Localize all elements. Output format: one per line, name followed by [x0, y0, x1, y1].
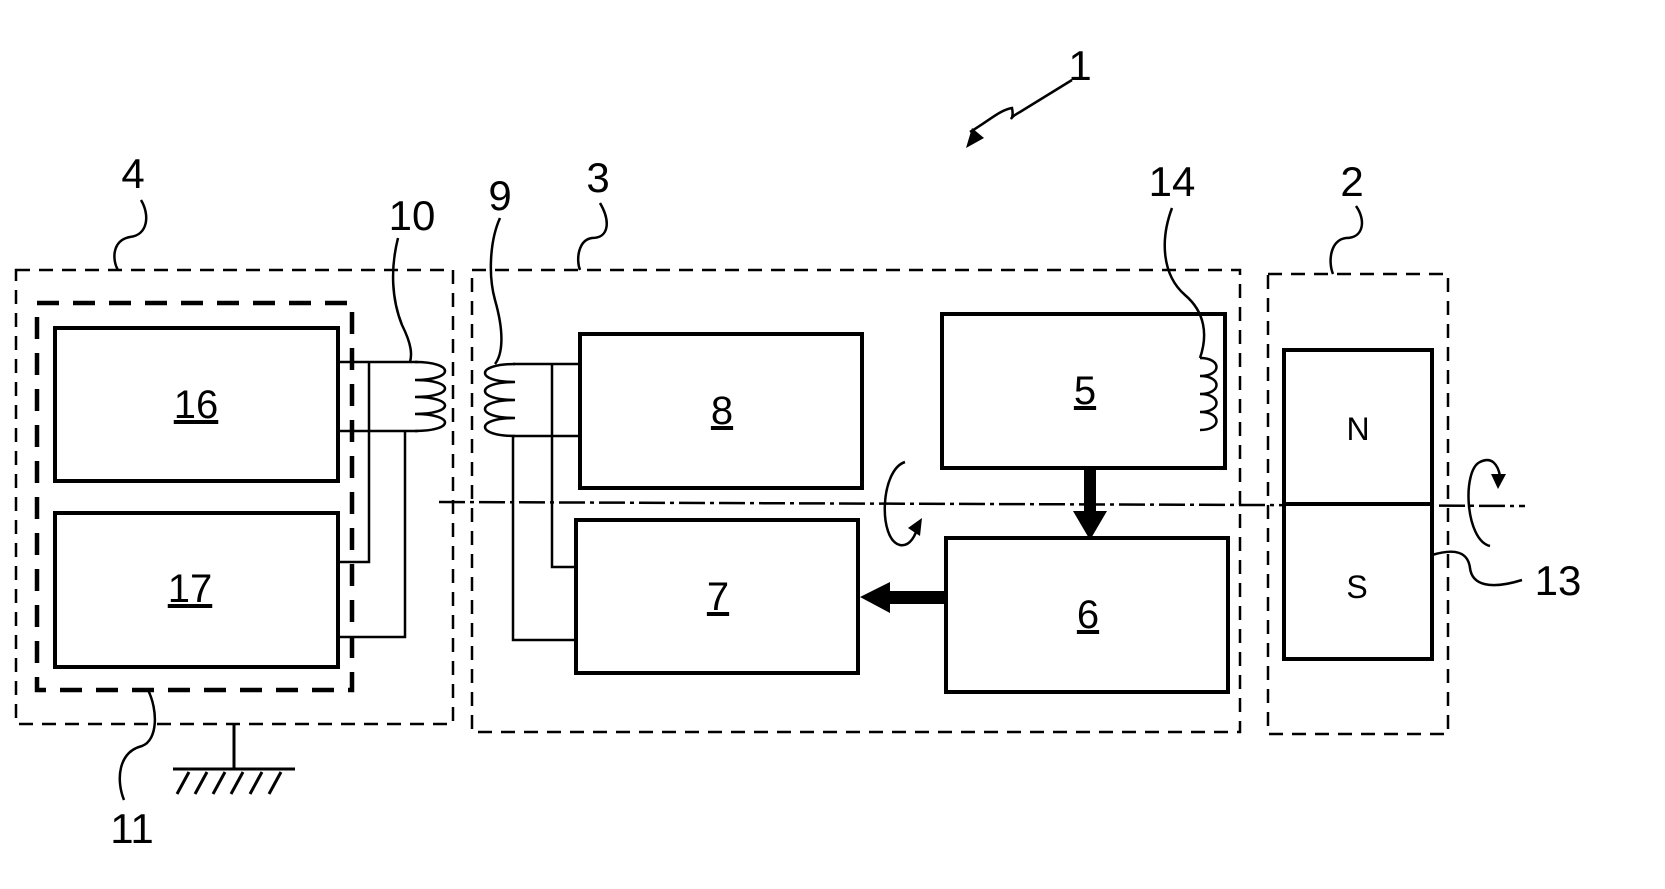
- north-pole-label: N: [1346, 411, 1369, 447]
- leader-13: [1431, 550, 1523, 587]
- rotation-arrow-left-icon: [883, 460, 920, 547]
- coil-9-icon: [483, 362, 516, 438]
- coil-14-icon: [1199, 356, 1218, 432]
- rotation-arrow-left-head: [908, 518, 922, 536]
- unit-11-outline: [34, 300, 355, 693]
- rotation-arrow-right-icon: [1467, 458, 1502, 548]
- leader-4: [113, 199, 148, 271]
- leader-1-icon: [969, 78, 1073, 134]
- ref-label-4: 4: [121, 150, 144, 197]
- ref-label-14: 14: [1149, 158, 1196, 205]
- leader-14: [1163, 207, 1206, 359]
- block-5: 5: [940, 312, 1227, 470]
- block-16-label: 16: [174, 383, 219, 427]
- stationary-wiring: [338, 360, 418, 639]
- ref-label-10: 10: [389, 192, 436, 239]
- ref-label-11: 11: [110, 805, 154, 852]
- arrow-6-to-7: [860, 582, 946, 613]
- block-6-label: 6: [1077, 593, 1099, 637]
- arrow-5-to-6: [1073, 469, 1107, 540]
- rotating-wiring: [511, 362, 580, 642]
- ground-icon: [173, 724, 295, 795]
- block-6: 6: [944, 536, 1230, 694]
- rotation-arrow-right-head: [1491, 474, 1506, 489]
- leader-2: [1329, 205, 1364, 275]
- ref-label-2: 2: [1340, 158, 1363, 205]
- leader-3: [576, 202, 608, 271]
- block-16: 16: [53, 326, 340, 483]
- ref-label-3: 3: [586, 154, 609, 201]
- block-7: 7: [574, 518, 860, 675]
- block-7-label: 7: [707, 575, 729, 619]
- leader-10: [391, 237, 413, 363]
- block-8-label: 8: [711, 389, 733, 433]
- block-8: 8: [578, 332, 864, 490]
- south-pole-label: S: [1346, 569, 1367, 605]
- ref-label-1: 1: [1068, 42, 1091, 89]
- unit-3-outline: [470, 268, 1242, 734]
- block-17: 17: [53, 511, 340, 669]
- coil-10-icon: [414, 360, 447, 433]
- magnet-13: N S: [1282, 348, 1434, 661]
- block-17-label: 17: [168, 567, 213, 611]
- leader-11: [118, 689, 157, 801]
- ref-label-13: 13: [1535, 557, 1582, 604]
- leader-1-arrowhead: [966, 128, 984, 148]
- leader-9: [489, 217, 503, 365]
- block-5-label: 5: [1074, 369, 1096, 413]
- ref-label-9: 9: [488, 172, 511, 219]
